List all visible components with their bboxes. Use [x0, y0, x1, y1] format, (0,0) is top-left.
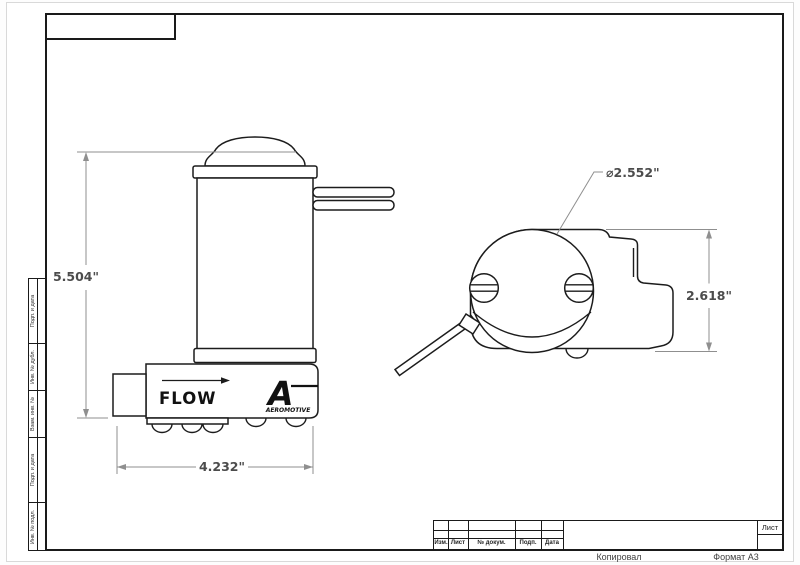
title-block-divider [541, 521, 542, 550]
sidebar-graphs: Подп. и дата Инв. № дубл. Взам. инв. № П… [28, 278, 46, 551]
col-header-data: Дата [545, 540, 559, 546]
title-block-divider [757, 534, 782, 535]
bottom-bump [565, 348, 589, 359]
brand-logo-text: AEROMOTIVE [265, 407, 312, 414]
inner-housing-arc [472, 311, 592, 338]
title-block-divider [434, 538, 563, 539]
title-block-divider [757, 521, 758, 550]
dim-arrow-right [304, 464, 313, 470]
sidebar-label-strip: Инв. № подл. [29, 503, 38, 550]
inlet-fitting-block [112, 373, 147, 417]
pump-motor-body [196, 177, 314, 350]
sidebar-cell-repl-inv: Взам. инв. № [29, 391, 45, 438]
col-header-list: Лист [450, 540, 466, 546]
dim-arrow-left [117, 464, 126, 470]
front-view: FLOW A AEROMOTIVE [112, 136, 395, 434]
sidebar-label-strip: Подп. и дата [29, 279, 38, 343]
sidebar-cell-inv-dupl: Инв. № дубл. [29, 344, 45, 391]
title-block-divider [468, 521, 469, 550]
sheet-label: Лист [761, 523, 779, 532]
brand-logo-glyph: A [265, 374, 294, 413]
sidebar-cell-sign-date-1: Подп. и дата [29, 279, 45, 344]
col-header-izm: Изм. [434, 540, 448, 546]
title-block-divider [515, 521, 516, 550]
title-block-divider [448, 521, 449, 550]
title-block-divider [563, 521, 564, 550]
dim-width-label: 4.232" [199, 459, 245, 474]
top-view [393, 228, 674, 377]
page-border [6, 2, 794, 562]
sidebar-cell-inv-orig: Инв. № подл. [29, 503, 45, 550]
sidebar-label-strip: Подп. и дата [29, 438, 38, 502]
dim-arrow-up [706, 229, 712, 239]
footer-format-label: Формат A3 [713, 552, 759, 562]
screw-left [468, 272, 500, 304]
top-view-dimensions: ⌀2.552" 2.618" [556, 165, 732, 352]
dim-height-label: 5.504" [53, 269, 99, 284]
drawing-frame [45, 13, 784, 551]
dim-arrow-down [706, 342, 712, 352]
footer-copied-label: Копировал [596, 552, 642, 562]
screw-right [563, 272, 595, 304]
sidebar-cell-sign-date-2: Подп. и дата [29, 438, 45, 503]
title-block: Изм. Лист № докум. Подп. Дата Лист [433, 520, 784, 551]
sidebar-label-strip: Взам. инв. № [29, 391, 38, 437]
dim-diameter-label: ⌀2.552" [606, 165, 660, 180]
diameter-leader-line [556, 171, 603, 235]
col-header-podp: Подп. [519, 540, 537, 546]
wire-connector [457, 312, 482, 336]
bottom-port-bumps [151, 417, 307, 434]
col-header-docnum: № докум. [477, 540, 506, 546]
pump-mid-flange [193, 347, 317, 364]
screw-head [468, 272, 500, 304]
brand-logo: A AEROMOTIVE [265, 374, 318, 414]
screw-head [563, 272, 595, 304]
terminal-lower [312, 199, 395, 211]
document-designation-box [45, 13, 176, 40]
flow-arrow-head [221, 377, 230, 384]
dim-arrow-down [83, 409, 89, 418]
sidebar-label-strip: Инв. № дубл. [29, 344, 38, 390]
bottom-plate [146, 417, 229, 425]
title-block-divider [434, 529, 563, 531]
front-view-dimensions: 5.504" 4.232" [53, 151, 314, 474]
flow-label: FLOW [159, 389, 216, 408]
dim-arrow-up [83, 152, 89, 161]
pump-base-housing [145, 363, 319, 419]
terminal-upper [312, 186, 395, 198]
pump-cap-flange [192, 165, 318, 179]
dim-depth-label: 2.618" [686, 288, 732, 303]
